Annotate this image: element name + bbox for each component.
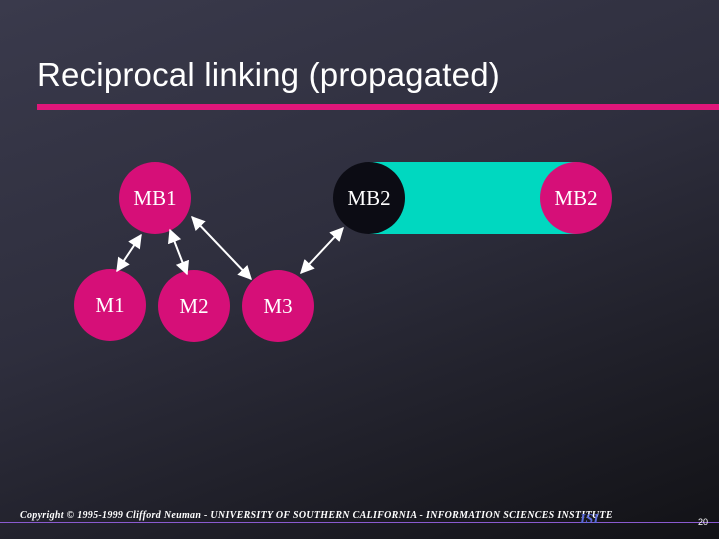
mb2-left-node[interactable]: MB2 [333, 162, 405, 234]
svg-text:M2: M2 [179, 294, 208, 318]
svg-text:M1: M1 [95, 293, 124, 317]
mb2-right-node[interactable]: MB2 [540, 162, 612, 234]
page-number: 20 [698, 517, 709, 527]
m3-node[interactable]: M3 [242, 270, 314, 342]
arrow-mb1-m3 [191, 215, 252, 281]
arrow-mb1-m1 [116, 233, 142, 273]
footer-copyright: Copyright © 1995-1999 Clifford Neuman - … [20, 510, 613, 521]
svg-text:MB1: MB1 [133, 186, 176, 210]
arrow-mb2-m3 [300, 226, 344, 275]
svg-text:MB2: MB2 [347, 186, 390, 210]
mb1-node[interactable]: MB1 [119, 162, 191, 234]
svg-text:MB2: MB2 [554, 186, 597, 210]
m1-node[interactable]: M1 [74, 269, 146, 341]
svg-text:M3: M3 [263, 294, 292, 318]
title-underline [37, 104, 719, 110]
m2-node[interactable]: M2 [158, 270, 230, 342]
footer-divider [0, 522, 719, 523]
arrow-mb1-m2 [168, 228, 189, 276]
slide-title: Reciprocal linking (propagated) [37, 56, 500, 93]
isi-logo: ISI [580, 512, 599, 527]
